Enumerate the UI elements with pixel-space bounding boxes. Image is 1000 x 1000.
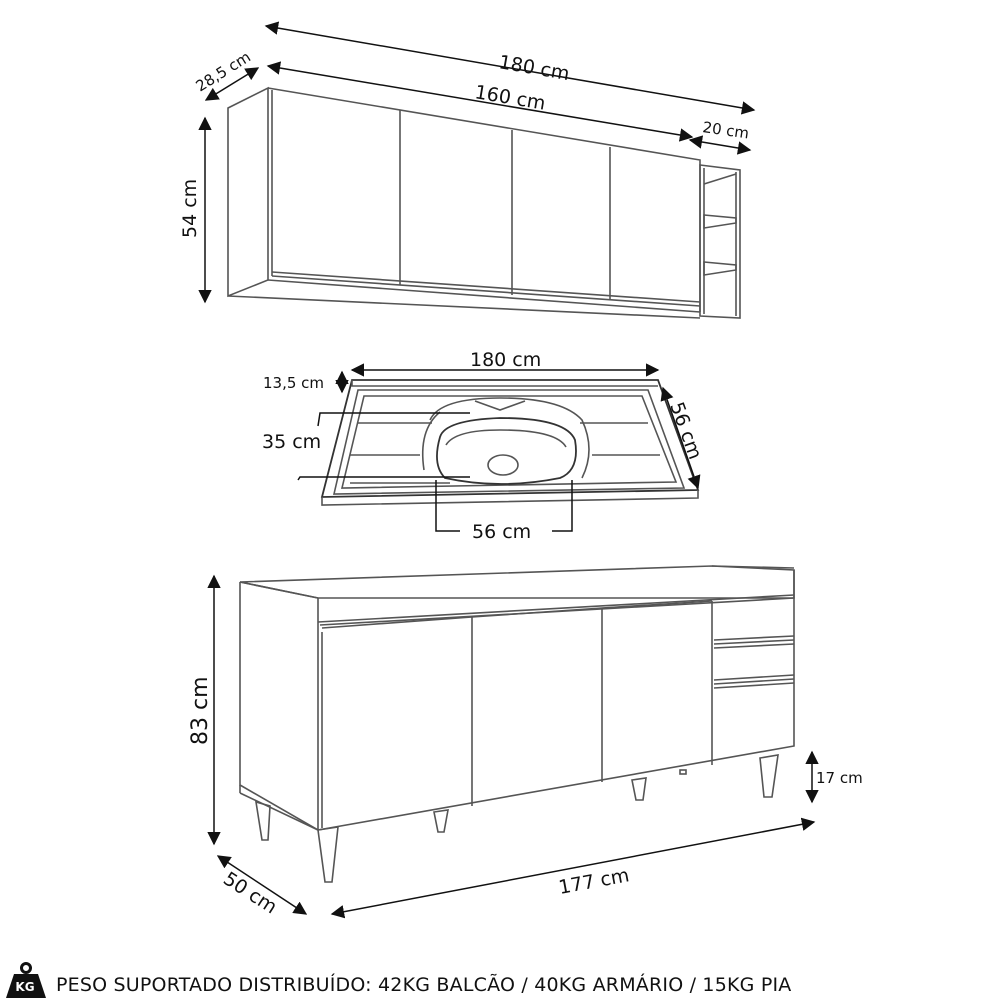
label-niche-width: 20 cm (701, 118, 750, 142)
wall-cabinet-niche (699, 164, 741, 319)
dim-line-base-width (330, 817, 816, 919)
base-cabinet-doors (317, 594, 795, 828)
dim-line-depth (204, 67, 260, 101)
dim-line-niche-width (688, 135, 752, 155)
wall-cabinet-doors (271, 110, 701, 307)
base-cabinet-legs (255, 754, 779, 883)
weight-kg-icon: KG (4, 962, 52, 998)
footer-text: PESO SUPORTADO DISTRIBUÍDO: 42KG BALCÃO … (56, 974, 792, 996)
label-rim-height: 13,5 cm (263, 374, 324, 392)
label-total-width: 180 cm (497, 51, 571, 85)
base-cabinet-drawers (713, 635, 795, 689)
label-base-height: 83 cm (188, 676, 213, 745)
footer-weight-info: KG PESO SUPORTADO DISTRIBUÍDO: 42KG BALC… (4, 962, 791, 998)
label-bowl-width: 56 cm (472, 521, 531, 543)
dim-line-base-depth (216, 855, 308, 915)
label-cabinet-width: 160 cm (473, 81, 547, 114)
technical-drawing: 180 cm 160 cm 20 cm 28,5 cm 54 cm 180 cm (179, 21, 863, 919)
label-depth: 28,5 cm (193, 48, 254, 96)
wall-cabinet: 180 cm 160 cm 20 cm 28,5 cm 54 cm (179, 21, 756, 319)
label-bowl-depth: 35 cm (262, 431, 321, 453)
label-base-depth: 50 cm (219, 868, 281, 919)
dim-line-cabinet-width (266, 61, 694, 142)
label-leg-height: 17 cm (816, 769, 863, 787)
base-cabinet: 83 cm 17 cm 177 cm 50 cm (188, 565, 863, 919)
dim-line-sink-depth (660, 386, 701, 490)
label-height: 54 cm (179, 179, 201, 238)
sink: 180 cm 13,5 cm 56 cm 35 cm 56 cm (262, 349, 706, 543)
label-sink-width: 180 cm (470, 349, 541, 371)
weight-kg-icon-text: KG (15, 980, 35, 994)
